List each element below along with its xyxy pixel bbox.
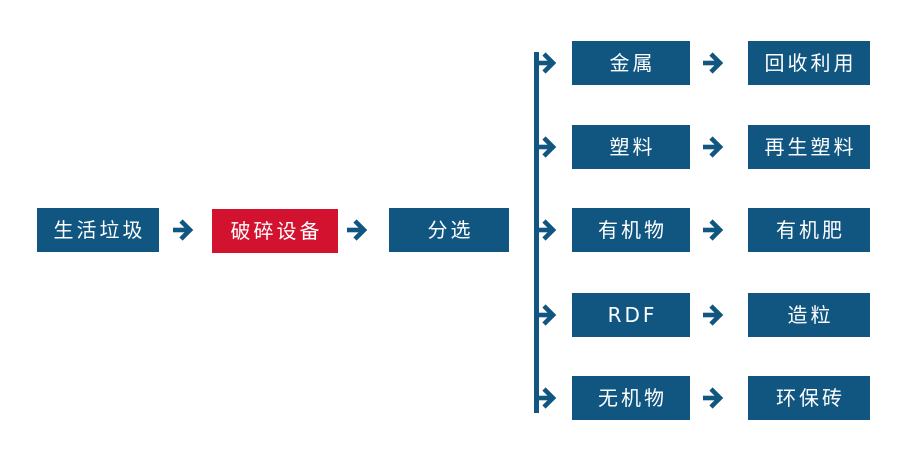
node-label: RDF [607, 303, 658, 327]
node-branch-item: 有机物 [572, 208, 690, 252]
node-branch-item: 无机物 [572, 376, 690, 420]
node-crushing-equipment: 破碎设备 [212, 209, 338, 253]
node-label: 再生塑料 [764, 135, 857, 159]
node-label: 环保砖 [776, 386, 845, 410]
node-branch-item: 金属 [572, 41, 690, 85]
node-label: 造粒 [787, 303, 834, 327]
node-label: 有机物 [598, 218, 667, 242]
arrow-right-icon [173, 219, 194, 241]
arrow-right-icon [703, 387, 724, 409]
node-branch-result: 有机肥 [748, 208, 870, 252]
node-branch-result: 造粒 [748, 293, 870, 337]
node-household-waste: 生活垃圾 [37, 208, 159, 252]
arrow-right-icon [703, 136, 724, 158]
arrow-right-icon [536, 219, 557, 241]
arrow-right-icon [347, 219, 368, 241]
node-branch-result: 再生塑料 [748, 125, 870, 169]
node-label: 分选 [427, 218, 474, 242]
arrow-right-icon [536, 136, 557, 158]
node-label: 生活垃圾 [53, 218, 146, 242]
arrow-right-icon [703, 304, 724, 326]
arrow-right-icon [536, 387, 557, 409]
branch-trunk-line [534, 52, 539, 413]
node-label: 有机肥 [776, 218, 845, 242]
node-branch-item: 塑料 [572, 125, 690, 169]
node-sorting: 分选 [389, 208, 509, 252]
arrow-right-icon [703, 52, 724, 74]
node-label: 金属 [609, 51, 656, 75]
node-label: 塑料 [609, 135, 656, 159]
node-branch-result: 环保砖 [748, 376, 870, 420]
arrow-right-icon [536, 52, 557, 74]
node-label: 回收利用 [764, 51, 857, 75]
node-label: 无机物 [598, 386, 667, 410]
arrow-right-icon [703, 219, 724, 241]
node-branch-result: 回收利用 [748, 41, 870, 85]
node-branch-item: RDF [572, 293, 690, 337]
arrow-right-icon [536, 304, 557, 326]
node-label: 破碎设备 [230, 219, 323, 243]
